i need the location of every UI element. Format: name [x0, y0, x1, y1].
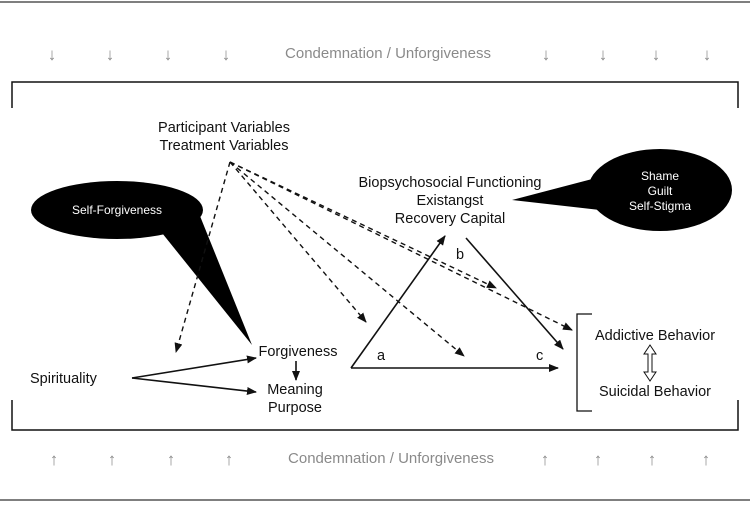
down-arrow: ↓: [48, 45, 57, 64]
down-arrow: ↓: [542, 45, 551, 64]
guilt-label: Guilt: [648, 184, 673, 198]
moderator-arrow-outcome: [229, 161, 573, 331]
mediation-paths: [350, 235, 564, 372]
biopsychosocial-label: Biopsychosocial Functioning: [359, 175, 542, 191]
down-arrow: ↓: [703, 45, 712, 64]
path-c-label: c: [536, 348, 543, 364]
up-arrow: ↑: [541, 450, 550, 469]
up-arrow: ↑: [50, 450, 59, 469]
up-arrow: ↑: [594, 450, 603, 469]
down-arrow: ↓: [652, 45, 661, 64]
participant-variables-label: Participant Variables: [158, 120, 290, 136]
suicidal-behavior-label: Suicidal Behavior: [599, 384, 711, 400]
spirituality-label: Spirituality: [30, 371, 98, 387]
moderator-arrows: [174, 161, 573, 357]
down-arrow: ↓: [164, 45, 173, 64]
up-arrow: ↑: [108, 450, 117, 469]
bottom-bracket: [11, 400, 739, 431]
top-condemnation-label: Condemnation / Unforgiveness: [285, 45, 491, 62]
top-bracket: [11, 81, 739, 108]
shame-bubble-body: [588, 149, 732, 231]
path-a-arrow: [350, 235, 446, 369]
moderator-arrow-path-c: [229, 161, 465, 357]
shame-label: Shame: [641, 169, 679, 183]
shame-guilt-stigma-bubble: Shame Guilt Self-Stigma: [512, 149, 732, 231]
forgiveness-label: Forgiveness: [259, 344, 338, 360]
up-arrow: ↑: [225, 450, 234, 469]
treatment-variables-label: Treatment Variables: [160, 138, 289, 154]
self-forgiveness-bubble-tail: [150, 216, 252, 345]
outcome-bracket: [576, 313, 592, 412]
bidirectional-arrow-icon: [643, 344, 657, 382]
spirituality-to-forgiveness-arrow: [131, 355, 257, 379]
self-stigma-label: Self-Stigma: [629, 199, 691, 213]
meaning-label: Meaning: [267, 382, 323, 398]
up-arrow: ↑: [648, 450, 657, 469]
self-forgiveness-bubble: Self-Forgiveness: [31, 181, 252, 345]
moderator-arrow-spirituality: [174, 161, 231, 353]
up-arrow: ↑: [702, 450, 711, 469]
down-arrow: ↓: [106, 45, 115, 64]
down-arrow: ↓: [599, 45, 608, 64]
existangst-label: Existangst: [417, 193, 484, 209]
spirituality-to-meaning-arrow: [131, 377, 257, 395]
self-forgiveness-bubble-body: [31, 181, 203, 239]
purpose-label: Purpose: [268, 400, 322, 416]
recovery-capital-label: Recovery Capital: [395, 211, 505, 227]
path-b-label: b: [456, 247, 464, 263]
path-b-arrow: [465, 237, 564, 350]
self-forgiveness-label: Self-Forgiveness: [72, 203, 162, 217]
up-arrow: ↑: [167, 450, 176, 469]
spirituality-arrows: [131, 355, 257, 395]
path-a-label: a: [377, 348, 386, 364]
shame-bubble-tail: [512, 178, 600, 210]
addictive-behavior-label: Addictive Behavior: [595, 328, 715, 344]
moderator-arrow-path-a: [229, 161, 367, 323]
bottom-condemnation-label: Condemnation / Unforgiveness: [288, 450, 494, 467]
down-arrow: ↓: [222, 45, 231, 64]
